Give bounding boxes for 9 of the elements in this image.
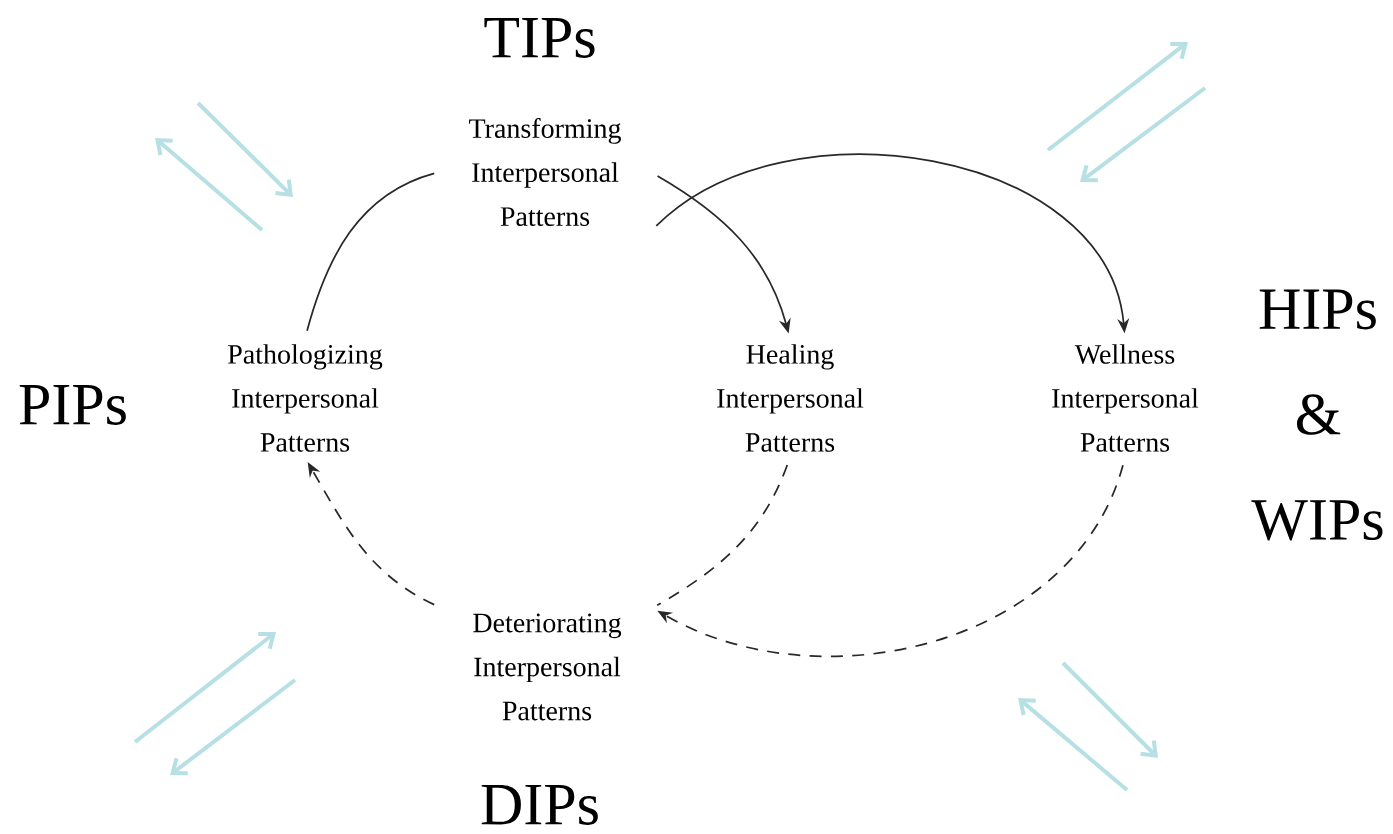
pattern-label: Healing Interpersonal Patterns bbox=[717, 344, 864, 452]
abbreviation-label: HIPs & WIPs bbox=[1251, 289, 1383, 541]
pattern-label: Deteriorating Interpersonal Patterns bbox=[473, 613, 622, 721]
abbreviation-label: TIPs bbox=[484, 18, 595, 58]
abbreviation-label: DIPs bbox=[481, 785, 598, 825]
pattern-label: Transforming Interpersonal Patterns bbox=[469, 118, 621, 226]
abbreviation-label: PIPs bbox=[19, 385, 126, 425]
pattern-label: Pathologizing Interpersonal Patterns bbox=[228, 344, 383, 452]
pattern-label: Wellness Interpersonal Patterns bbox=[1052, 344, 1199, 452]
